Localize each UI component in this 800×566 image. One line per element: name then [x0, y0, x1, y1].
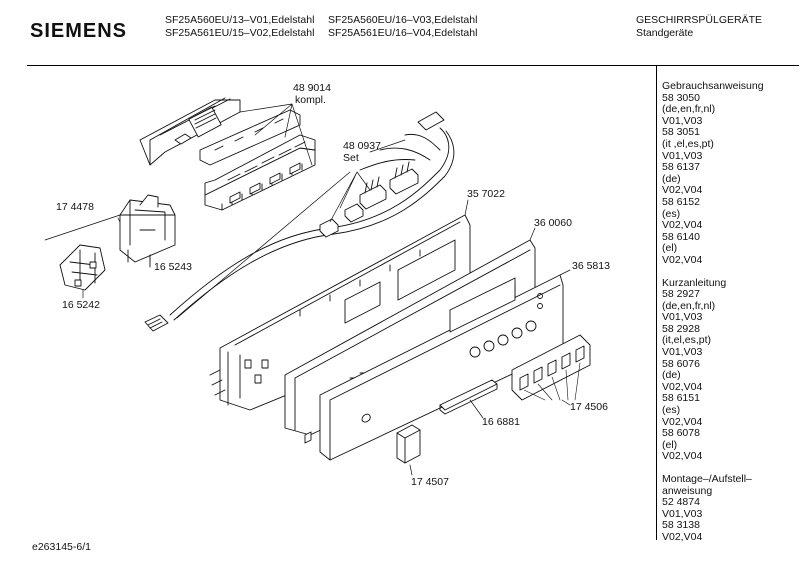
category-line: GESCHIRRSPÜLGERÄTE	[636, 14, 763, 26]
doc-section-title: Kurzanleitung	[662, 276, 727, 289]
doc-line: (es)	[662, 404, 681, 417]
doc-line: V02,V04	[662, 450, 703, 463]
model-list-2: SF25A560EU/16–V03,Edelstahl SF25A561EU/1…	[328, 14, 477, 40]
model-line: SF25A560EU/16–V03,Edelstahl	[328, 14, 478, 26]
header-divider	[27, 65, 799, 66]
doc-line: (el)	[662, 438, 678, 451]
part-number-174507: 17 4507	[411, 476, 449, 488]
doc-line: (el)	[662, 242, 678, 255]
doc-line: (de,en,fr,nl)	[662, 103, 716, 116]
doc-line: 58 6076	[662, 357, 700, 370]
doc-line: 58 2928	[662, 322, 700, 335]
drawing-id: e263145-6/1	[32, 541, 91, 553]
doc-section-title: Montage–/Aufstell–	[662, 473, 752, 485]
part-number-165242: 16 5242	[62, 299, 100, 311]
doc-line: V02,V04	[662, 219, 703, 232]
part-number-489014: 48 9014	[293, 82, 331, 94]
doc-line: (de,en,fr,nl)	[662, 299, 716, 312]
doc-line: 52 4874	[662, 496, 700, 509]
switch-assembly	[44, 194, 176, 291]
doc-line: 58 6078	[662, 427, 700, 440]
doc-line: (es)	[662, 207, 681, 220]
doc-line: (de)	[662, 369, 681, 382]
doc-line: V01,V03	[662, 114, 703, 127]
part-note-kompl: kompl.	[295, 94, 326, 106]
doc-line: 58 2927	[662, 288, 700, 301]
doc-line: V01,V03	[662, 346, 703, 359]
brand-logo: SIEMENS	[30, 20, 128, 42]
doc-line: (it,el,es,pt)	[662, 334, 712, 347]
model-line: SF25A561EU/16–V04,Edelstahl	[328, 27, 478, 39]
model-line: SF25A561EU/15–V02,Edelstahl	[165, 27, 315, 39]
product-category: GESCHIRRSPÜLGERÄTE Standgeräte	[636, 14, 762, 40]
part-number-166881: 16 6881	[482, 416, 520, 428]
door-knob	[396, 424, 421, 464]
doc-line: V02,V04	[662, 415, 703, 428]
part-number-174478: 17 4478	[56, 201, 94, 213]
doc-section-title: Gebrauchsanweisung	[662, 80, 764, 92]
part-number-165243: 16 5243	[154, 261, 192, 273]
doc-line: V01,V03	[662, 149, 703, 162]
doc-line: (de)	[662, 172, 681, 185]
part-note-set: Set	[343, 152, 359, 164]
doc-line: (it ,el,es,pt)	[662, 137, 714, 150]
doc-line: 58 3051	[662, 126, 700, 139]
part-number-357022: 35 7022	[467, 188, 505, 200]
knob-row	[511, 334, 591, 401]
doc-line: V02,V04	[662, 184, 703, 197]
doc-line: 58 6151	[662, 392, 700, 405]
panel-cover	[319, 274, 564, 461]
doc-line: anweisung	[662, 484, 713, 497]
category-line: Standgeräte	[636, 27, 694, 39]
doc-line: 58 6140	[662, 230, 700, 243]
doc-line: 58 3050	[662, 91, 700, 104]
model-list-1: SF25A560EU/13–V01,Edelstahl SF25A561EU/1…	[165, 14, 314, 40]
doc-line: V02,V04	[662, 530, 703, 543]
model-line: SF25A560EU/13–V01,Edelstahl	[165, 14, 315, 26]
part-number-174506: 17 4506	[570, 401, 608, 413]
part-number-480937: 48 0937	[343, 140, 381, 152]
sidebar-divider	[656, 65, 657, 540]
button-strip	[439, 379, 498, 415]
doc-line: V02,V04	[662, 380, 703, 393]
doc-line: 58 3138	[662, 519, 700, 532]
cable-set	[144, 111, 455, 332]
part-number-360060: 36 0060	[534, 217, 572, 229]
doc-line: 58 6152	[662, 195, 700, 208]
doc-line: V01,V03	[662, 311, 703, 324]
control-board-assembly	[139, 97, 316, 211]
doc-line: V01,V03	[662, 507, 703, 520]
doc-line: V02,V04	[662, 253, 703, 266]
part-number-365813: 36 5813	[572, 260, 610, 272]
doc-line: 58 6137	[662, 161, 700, 174]
